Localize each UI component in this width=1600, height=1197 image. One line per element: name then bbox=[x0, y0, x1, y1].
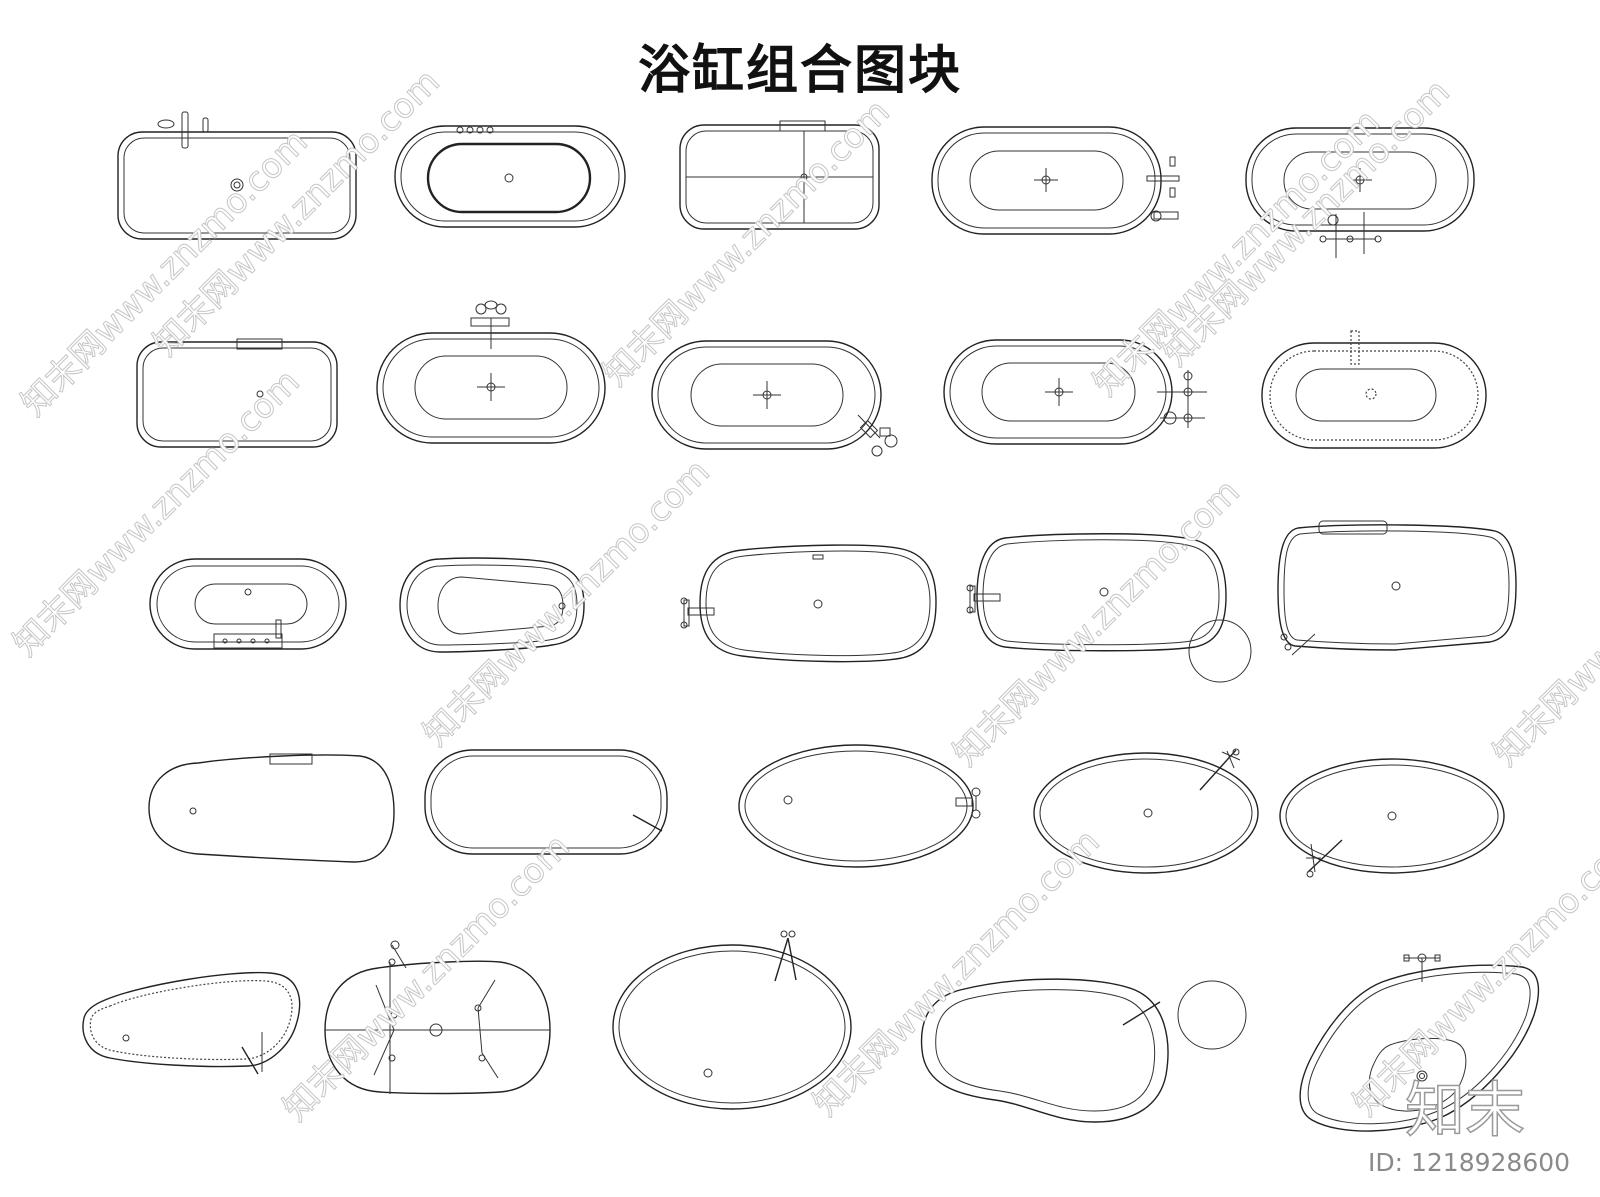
bathtub-ellipse-side-filler bbox=[1279, 758, 1505, 878]
bathtub-rounded-pebble-with-stool bbox=[920, 978, 1247, 1123]
bathtub-large-ellipse-filler bbox=[612, 930, 852, 1110]
bathtub-tapered-pillow bbox=[148, 753, 395, 863]
bathtub-organic-dotted bbox=[82, 971, 301, 1075]
bathtub-soft-rect-with-stool bbox=[966, 533, 1252, 683]
bathtub-oval-corner-valve bbox=[651, 340, 898, 457]
bathtub-oval-side-valves bbox=[943, 339, 1207, 445]
bathtub-oval-dotted bbox=[1261, 330, 1487, 449]
bathtub-stadium-four-legs bbox=[324, 940, 551, 1095]
brand-logo: 知末 bbox=[1404, 1075, 1526, 1147]
bathtub-oval-front-controls bbox=[149, 558, 347, 650]
drawing-title: 浴缸组合图块 bbox=[637, 41, 962, 101]
bathtub-ellipse-rim-filler bbox=[1033, 748, 1259, 874]
bathtub-soft-rect-pillow-corner bbox=[1277, 520, 1517, 656]
bathtub-rect-with-faucet bbox=[117, 111, 357, 240]
bathtub-stadium-deep-basin bbox=[394, 125, 626, 228]
bathtub-triangular-freeform bbox=[1299, 953, 1540, 1132]
bathtub-stadium-drain-lever bbox=[424, 749, 668, 855]
bathtub-soft-rect-end-mixer bbox=[680, 544, 937, 663]
bathtub-tapered-oval bbox=[399, 557, 585, 653]
bathtub-oval-deck-faucet bbox=[376, 300, 606, 444]
bathtub-ellipse-end-spout bbox=[738, 744, 981, 868]
bathtub-oval-front-mixer bbox=[1245, 127, 1475, 258]
id-label: ID: 1218928600 bbox=[1368, 1148, 1571, 1177]
bathtub-oval-side-mixer bbox=[931, 126, 1180, 235]
bathtub-rect-pillow bbox=[136, 338, 338, 448]
bathtub-rect-quartered bbox=[679, 120, 880, 230]
